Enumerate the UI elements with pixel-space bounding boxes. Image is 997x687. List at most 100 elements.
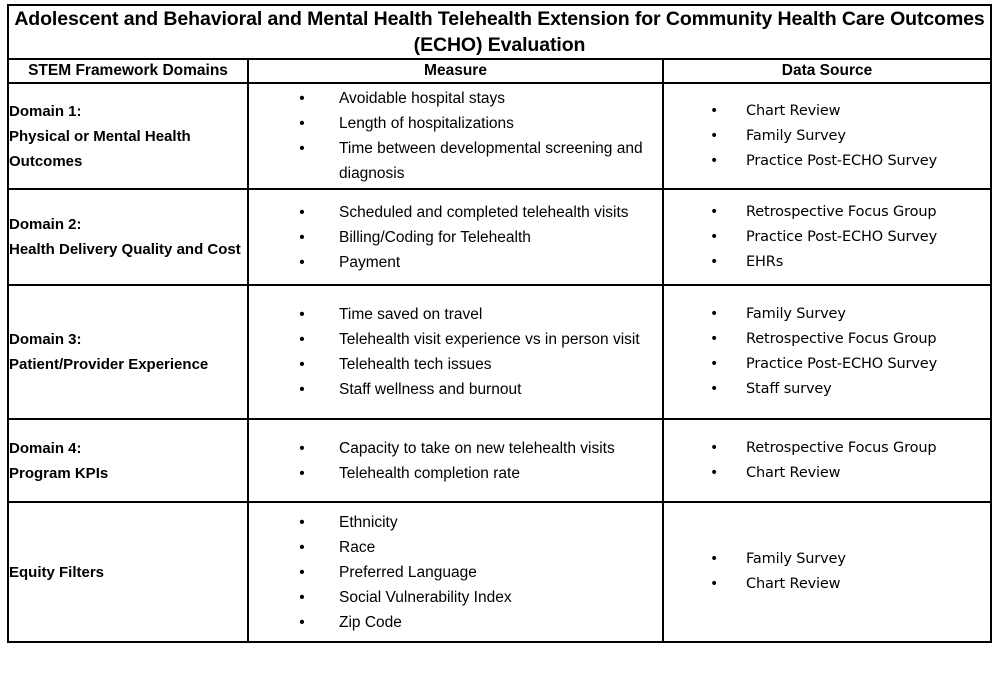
list-item-label: EHRs [746, 253, 784, 270]
list-item: • Social Vulnerability Index [292, 585, 662, 610]
list-item-label: Race [339, 538, 376, 556]
domain-label: Domain 1: Physical or Mental Health Outc… [9, 102, 191, 170]
list-item: • Chart Review [705, 572, 990, 597]
list-item-label: Family Survey [746, 127, 846, 144]
bullet-icon: • [299, 253, 305, 271]
bullet-icon: • [709, 331, 719, 347]
list-item-label: Payment [339, 253, 401, 271]
bullet-icon: • [299, 588, 305, 606]
column-header-measure: Measure [247, 58, 664, 84]
list-item: •Length of hospitalizations [292, 111, 662, 136]
list-item-label: Practice Post-ECHO Survey [746, 356, 937, 372]
list-item: • Ethnicity [292, 510, 662, 535]
list-item: •Zip Code [292, 610, 662, 635]
bullet-icon: • [709, 228, 719, 245]
list-item-label: Family Survey [746, 306, 846, 322]
list-item-label: Capacity to take on new telehealth visit… [339, 439, 615, 457]
column-header-domains: STEM Framework Domains [7, 58, 249, 84]
domain-cell: Domain 4: Program KPIs [7, 418, 249, 503]
list-item-label: Chart Review [746, 576, 841, 592]
list-item: • Retrospective Focus Group [705, 436, 990, 461]
measure-cell: •Scheduled and completed telehealth visi… [247, 188, 664, 286]
column-header-data-source-label: Data Source [781, 62, 873, 79]
bullet-icon: • [299, 613, 305, 631]
domain-label: Domain 4: Program KPIs [9, 439, 109, 482]
data-source-list: • Chart Review • Family Survey •Practice Pos… [664, 99, 990, 174]
measure-cell: • Capacity to take on new telehealth visi… [247, 418, 664, 503]
bullet-icon: • [299, 538, 305, 556]
list-item-label: Length of hospitalizations [339, 115, 514, 132]
data-source-list: • Retrospective Focus Group • Practice Post… [664, 200, 990, 275]
bullet-icon: • [299, 228, 305, 246]
domain-cell: Equity Filters [7, 501, 249, 643]
list-item-label: Staff survey [746, 381, 832, 397]
bullet-icon: • [709, 439, 719, 456]
measure-list: •Avoidable hospital stays•Length of hosp… [249, 86, 662, 186]
page-title: Adolescent and Behavioral and Mental Hea… [14, 8, 985, 56]
list-item-label: Retrospective Focus Group [746, 439, 937, 456]
list-item-label: Practice Post-ECHO Survey [746, 228, 937, 245]
table-row: Domain 1: Physical or Mental Health Outc… [7, 82, 992, 190]
list-item: • Retrospective Focus Group [705, 327, 990, 352]
bullet-icon: • [709, 576, 719, 592]
list-item: •Practice Post-ECHO Survey [705, 149, 990, 174]
measure-cell: •Avoidable hospital stays•Length of hosp… [247, 82, 664, 190]
measure-list: •Scheduled and completed telehealth visi… [249, 200, 662, 275]
list-item-label: Telehealth visit experience vs in person… [339, 331, 640, 348]
bullet-icon: • [709, 127, 719, 144]
list-item: •Staff survey [705, 377, 990, 402]
measure-list: • Time saved on travel • Telehealth visit e… [249, 302, 662, 402]
measure-list: • Ethnicity • Race • Preferred Language • Socia… [249, 510, 662, 635]
list-item: •Capacity to take on new telehealth visi… [292, 436, 662, 461]
bullet-icon: • [709, 203, 719, 220]
bullet-icon: • [299, 381, 305, 398]
list-item-label: Preferred Language [339, 563, 477, 581]
domain-label: Equity Filters [9, 563, 105, 581]
list-item-label: Chart Review [746, 102, 841, 119]
bullet-icon: • [709, 306, 719, 322]
bullet-icon: • [709, 152, 719, 169]
list-item-label: Chart Review [746, 464, 841, 481]
list-item: • Telehealth visit experience vs in perso… [292, 327, 662, 352]
table-row: Domain 2: Health Delivery Quality and Co… [7, 188, 992, 286]
list-item: •Staff wellness and burnout [292, 377, 662, 402]
list-item: • Payment [292, 250, 662, 275]
list-item: • Preferred Language [292, 560, 662, 585]
list-item-label: Telehealth tech issues [339, 356, 492, 373]
list-item-label: Retrospective Focus Group [746, 203, 937, 220]
bullet-icon: • [709, 551, 719, 567]
list-item-label: Time saved on travel [339, 306, 483, 323]
bullet-icon: • [709, 464, 719, 481]
data-source-list: • Family Survey • Retrospective Focus Group… [664, 302, 990, 402]
data-source-list: • Family Survey • Chart Review [664, 547, 990, 597]
list-item: • Practice Post-ECHO Survey [705, 225, 990, 250]
list-item-label: Social Vulnerability Index [339, 588, 512, 606]
data-source-cell: • Family Survey • Chart Review [662, 501, 992, 643]
column-header-measure-label: Measure [424, 62, 487, 79]
list-item: • Race [292, 535, 662, 560]
list-item: •Time between developmental screening an… [292, 136, 662, 186]
list-item-label: Time between developmental screening and… [339, 140, 643, 182]
list-item: •Practice Post-ECHO Survey [705, 352, 990, 377]
bullet-icon: • [299, 563, 305, 581]
bullet-icon: • [299, 331, 305, 348]
bullet-icon: • [299, 464, 305, 482]
list-item: • Chart Review [705, 99, 990, 124]
domain-label: Domain 3: Patient/Provider Experience [9, 331, 209, 373]
data-source-cell: • Family Survey • Retrospective Focus Group… [662, 284, 992, 420]
data-source-cell: • Retrospective Focus Group • Practice Post… [662, 188, 992, 286]
bullet-icon: • [299, 203, 305, 221]
domain-cell: Domain 3: Patient/Provider Experience [7, 284, 249, 420]
list-item-label: Billing/Coding for Telehealth [339, 228, 531, 246]
list-item-label: Retrospective Focus Group [746, 331, 937, 347]
list-item: • Retrospective Focus Group [705, 200, 990, 225]
table-row: Domain 4: Program KPIs • Capacity to take… [7, 418, 992, 503]
list-item: •Telehealth tech issues [292, 352, 662, 377]
bullet-icon: • [299, 306, 305, 323]
list-item-label: Family Survey [746, 551, 846, 567]
table-title-row: Adolescent and Behavioral and Mental Hea… [7, 4, 992, 60]
bullet-icon: • [299, 513, 305, 531]
bullet-icon: • [709, 102, 719, 119]
list-item-label: Ethnicity [339, 513, 398, 531]
